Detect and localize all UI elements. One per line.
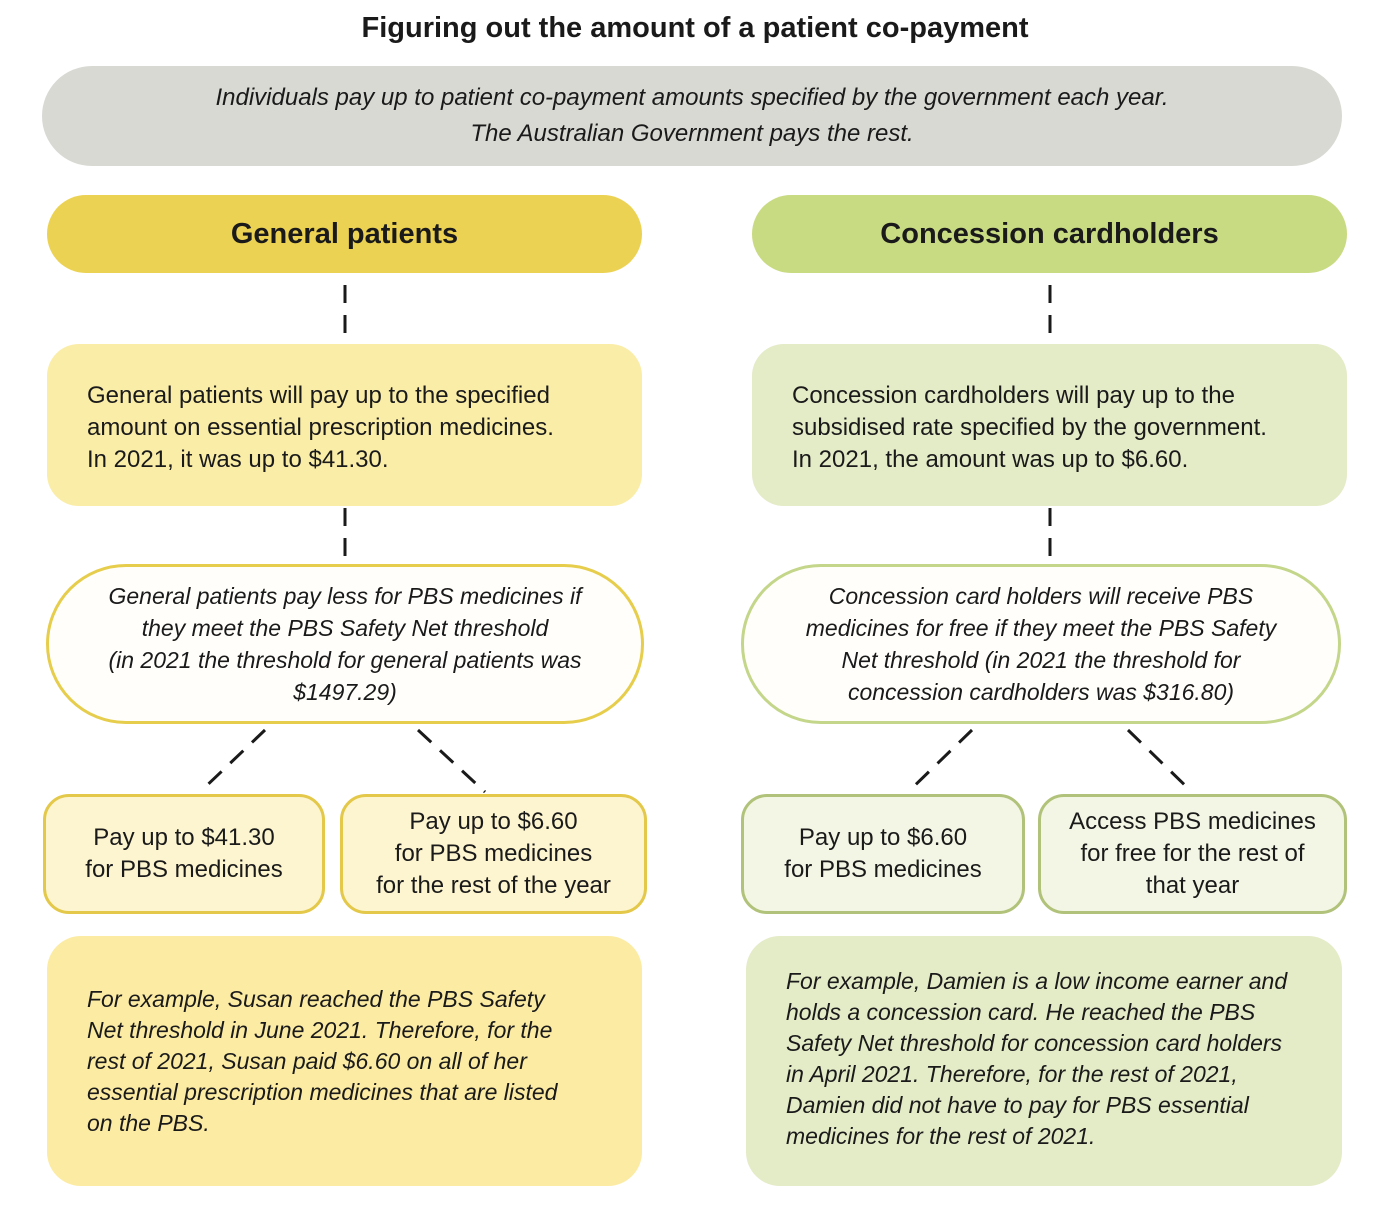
general-example-line: rest of 2021, Susan paid $6.60 on all of…: [87, 1048, 527, 1074]
general-example-box: For example, Susan reached the PBS Safet…: [47, 936, 642, 1186]
general-patients-description: General patients will pay up to the spec…: [47, 344, 642, 506]
concession-cardholders-description: Concession cardholders will pay up to th…: [752, 344, 1347, 506]
general-safety-net-box: General patients pay less for PBS medici…: [46, 564, 644, 724]
general-description-line: In 2021, it was up to $41.30.: [87, 446, 389, 473]
option-line: Pay up to $6.60: [409, 808, 578, 835]
option-line: for PBS medicines: [394, 840, 593, 867]
concession-safety-net-line: Concession card holders will receive PBS: [828, 583, 1254, 609]
concession-option-after-threshold: Access PBS medicines for free for the re…: [1038, 794, 1347, 914]
general-example-line: Net threshold in June 2021. Therefore, f…: [87, 1017, 553, 1043]
general-description-line: amount on essential prescription medicin…: [87, 414, 554, 441]
general-option-before-threshold: Pay up to $41.30 for PBS medicines: [43, 794, 325, 914]
general-safety-net-line: General patients pay less for PBS medici…: [108, 583, 582, 609]
concession-example-line: For example, Damien is a low income earn…: [786, 968, 1288, 994]
general-patients-header: General patients: [47, 195, 642, 273]
general-option-after-threshold: Pay up to $6.60 for PBS medicines for th…: [340, 794, 647, 914]
general-safety-net-line: they meet the PBS Safety Net threshold: [141, 615, 549, 641]
concession-description-line: Concession cardholders will pay up to th…: [792, 382, 1235, 409]
general-example-line: essential prescription medicines that ar…: [87, 1079, 558, 1105]
concession-safety-net-line: concession cardholders was $316.80): [847, 679, 1235, 705]
concession-description-line: In 2021, the amount was up to $6.60.: [792, 446, 1189, 473]
general-description-line: General patients will pay up to the spec…: [87, 382, 550, 409]
general-example-line: on the PBS.: [87, 1110, 210, 1136]
option-line: Pay up to $6.60: [798, 824, 968, 851]
general-safety-net-line: (in 2021 the threshold for general patie…: [108, 647, 582, 673]
intro-line-2: The Australian Government pays the rest.: [470, 120, 914, 147]
concession-description-line: subsidised rate specified by the governm…: [792, 414, 1267, 441]
concession-safety-net-line: Net threshold (in 2021 the threshold for: [841, 647, 1241, 673]
connector-concession-pill-right: [1126, 728, 1194, 794]
general-example-line: For example, Susan reached the PBS Safet…: [87, 986, 545, 1012]
concession-example-line: in April 2021. Therefore, for the rest o…: [786, 1061, 1238, 1087]
option-line: for PBS medicines: [85, 856, 283, 883]
concession-example-line: Damien did not have to pay for PBS essen…: [786, 1092, 1249, 1118]
concession-safety-net-line: medicines for free if they meet the PBS …: [805, 615, 1277, 641]
concession-cardholders-header: Concession cardholders: [752, 195, 1347, 273]
concession-safety-net-box: Concession card holders will receive PBS…: [741, 564, 1341, 724]
concession-example-line: Safety Net threshold for concession card…: [786, 1030, 1283, 1056]
concession-example-line: holds a concession card. He reached the …: [786, 999, 1256, 1025]
connector-general-pill-left: [198, 728, 267, 794]
option-line: that year: [1145, 872, 1240, 899]
connector-general-pill-right: [416, 728, 487, 794]
concession-example-box: For example, Damien is a low income earn…: [746, 936, 1342, 1186]
concession-option-before-threshold: Pay up to $6.60 for PBS medicines: [741, 794, 1025, 914]
option-line: for free for the rest of: [1080, 840, 1305, 867]
option-line: Pay up to $41.30: [93, 824, 275, 851]
intro-banner: Individuals pay up to patient co-payment…: [42, 66, 1342, 166]
general-safety-net-line: $1497.29): [293, 679, 397, 705]
concession-example-line: medicines for the rest of 2021.: [786, 1123, 1096, 1149]
page-title: Figuring out the amount of a patient co-…: [361, 12, 1029, 44]
intro-line-1: Individuals pay up to patient co-payment…: [215, 84, 1169, 111]
option-line: for PBS medicines: [784, 856, 982, 883]
option-line: Access PBS medicines: [1069, 808, 1316, 835]
connector-concession-pill-left: [906, 728, 974, 794]
option-line: for the rest of the year: [376, 872, 611, 899]
